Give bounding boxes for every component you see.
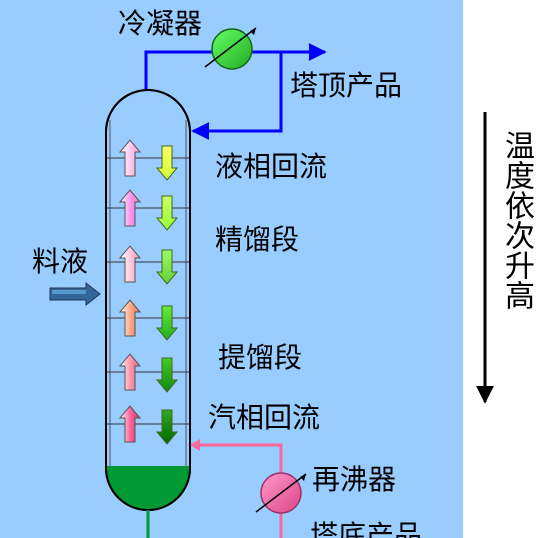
- reboiler-label: 再沸器: [312, 463, 397, 496]
- vapor-up-arrows: [118, 139, 142, 443]
- up-arrow-icon: [118, 245, 142, 283]
- feed-label: 料液: [32, 245, 89, 278]
- down-arrow-icon: [155, 305, 179, 341]
- diagram-background: [0, 0, 463, 538]
- overhead-pipe: [144, 43, 327, 92]
- up-arrow-icon: [118, 405, 142, 443]
- reboiler-pipe-arrowhead: [190, 439, 200, 451]
- top-product-label: 塔顶产品: [290, 69, 403, 102]
- down-arrow-icon: [155, 409, 179, 445]
- up-arrow-icon: [118, 139, 142, 177]
- temperature-trend-label: 温度依次升高: [499, 130, 534, 310]
- down-arrow-icon: [155, 249, 179, 285]
- vapor-reflux-label: 汽相回流: [208, 401, 321, 434]
- rectifying-section-label: 精馏段: [215, 223, 300, 256]
- distillation-column: [105, 89, 191, 511]
- column-trays: [106, 157, 190, 425]
- feed-arrow-highlight: [52, 290, 86, 294]
- reboiler-icon: [255, 472, 307, 514]
- side-panel: [463, 0, 559, 538]
- up-arrow-icon: [118, 299, 142, 337]
- liquid-reflux-label: 液相回流: [215, 150, 328, 183]
- liquid-down-arrows: [155, 145, 179, 445]
- down-arrow-icon: [155, 357, 179, 393]
- bottom-product-label: 塔底产品: [310, 519, 423, 538]
- up-arrow-icon: [118, 353, 142, 391]
- reflux-return-pipe: [191, 52, 283, 140]
- condenser-label: 冷凝器: [118, 7, 203, 40]
- condenser-icon: [204, 27, 257, 70]
- stripping-section-label: 提馏段: [218, 341, 303, 374]
- down-arrow-icon: [155, 195, 179, 231]
- down-arrow-icon: [155, 145, 179, 181]
- up-arrow-icon: [118, 189, 142, 227]
